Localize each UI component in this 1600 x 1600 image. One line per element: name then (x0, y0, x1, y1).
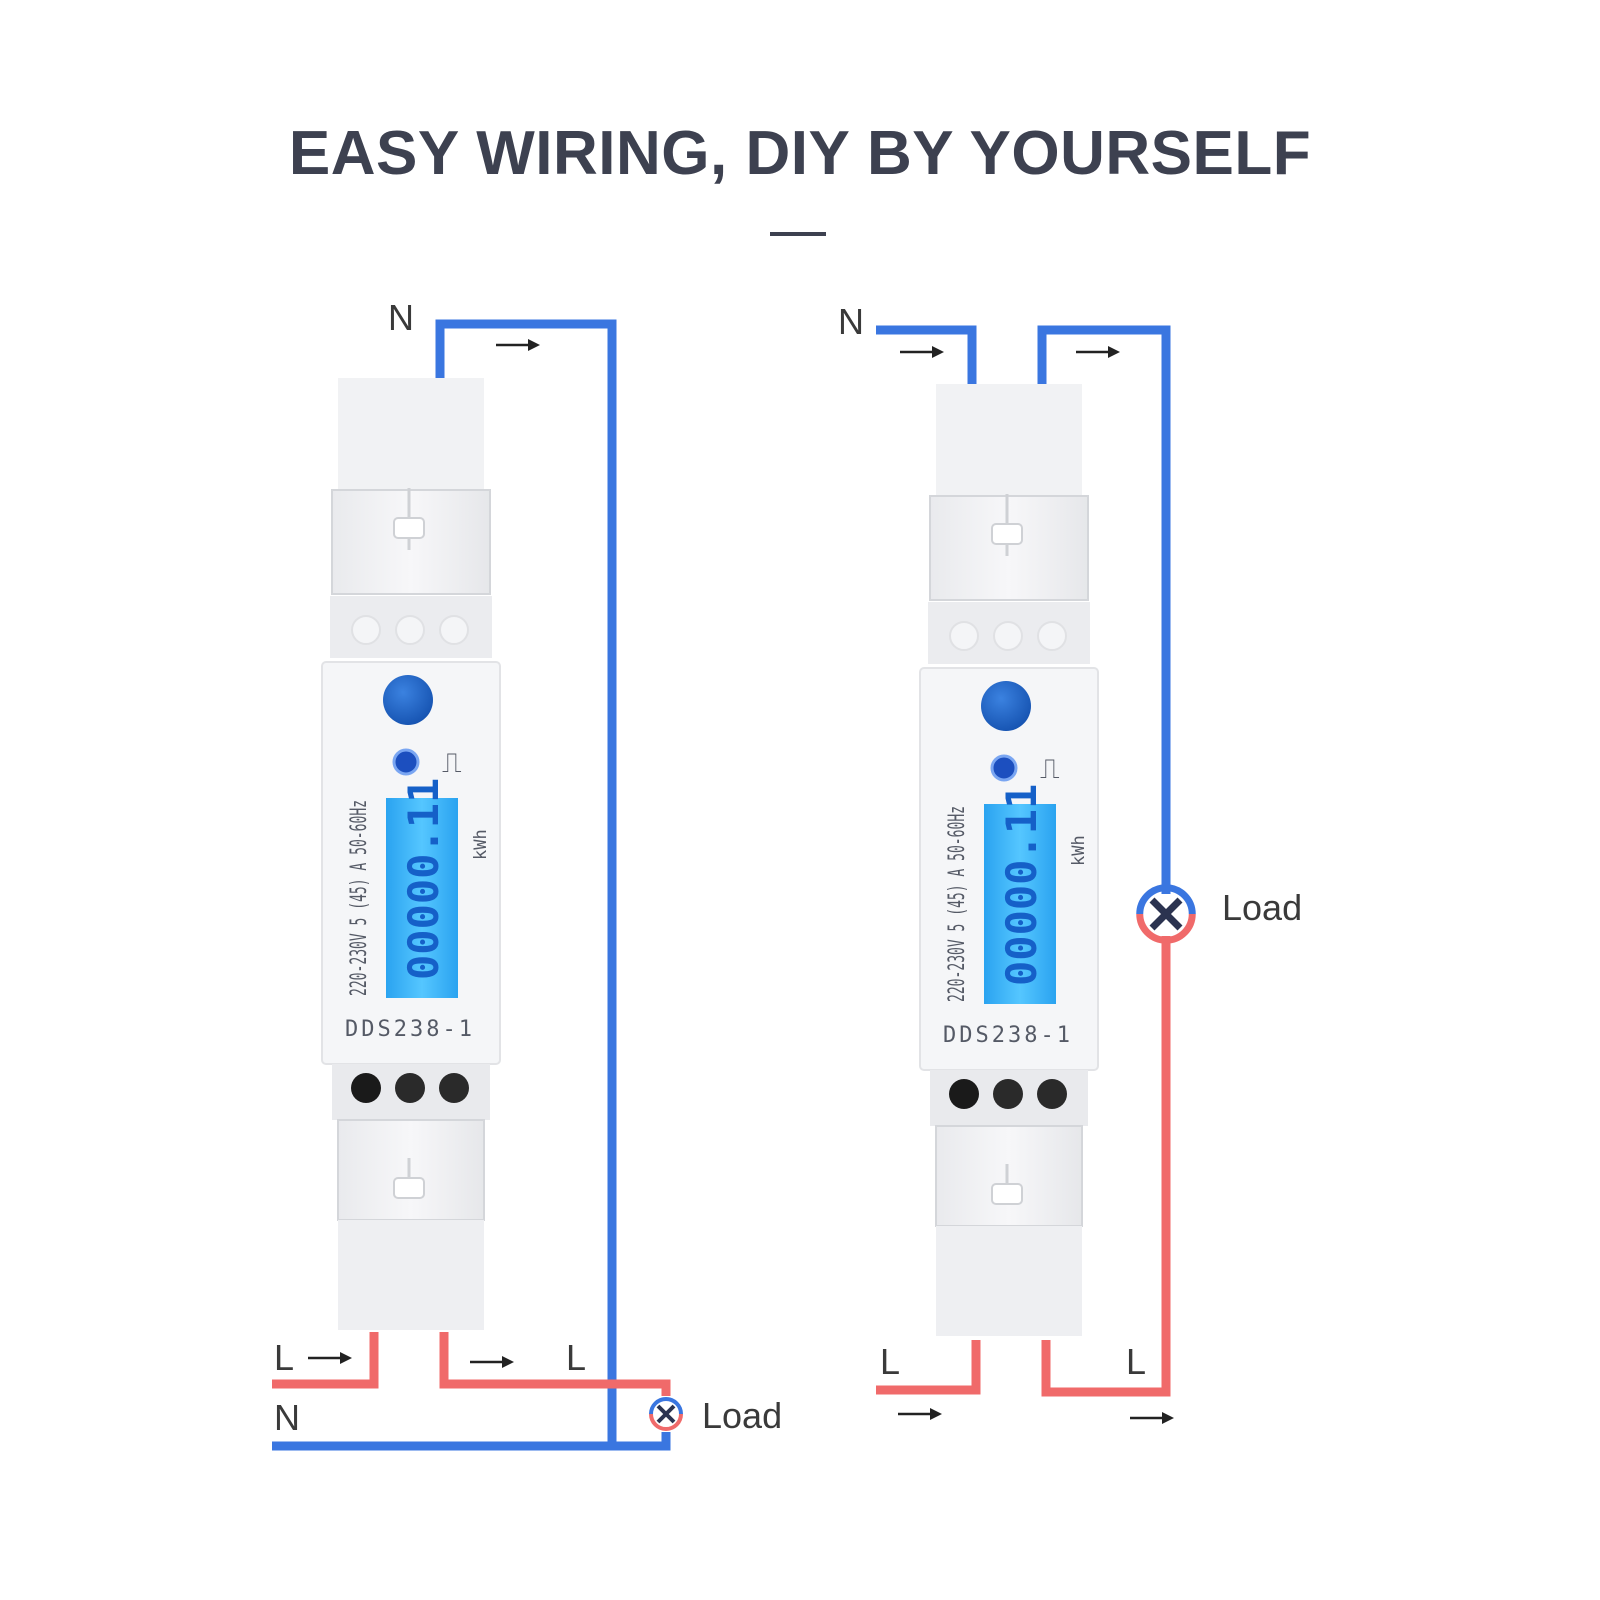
right-arrow-n-out-icon (1074, 344, 1122, 360)
left-label-n-bottom: N (274, 1397, 300, 1438)
left-arrow-l-out-icon (468, 1354, 516, 1370)
left-pulse-symbol: ⎍ (442, 746, 462, 779)
right-live-wire-out (1041, 936, 1171, 1397)
left-neutral-wire-bottom (272, 1432, 671, 1451)
left-live-wire-out (439, 1332, 671, 1396)
right-pulse-led-icon (990, 754, 1018, 782)
left-meter-button[interactable] (383, 675, 433, 725)
right-label-l-in: L (880, 1341, 900, 1382)
left-label-n-top: N (388, 297, 414, 338)
left-label-l-in: L (274, 1337, 294, 1378)
left-unit-label: kWh (471, 829, 491, 860)
left-lcd-screen (386, 798, 458, 998)
right-lcd-screen (984, 804, 1056, 1004)
right-unit-label: kWh (1069, 835, 1089, 866)
right-energy-meter: ⎍ 00000.11 kWh 220-230V 5 (45) A 50-60Hz… (918, 382, 1100, 1338)
left-arrow-n-top-icon (494, 337, 542, 353)
left-energy-meter: ⎍ 00000.11 kWh 220-230V 5 (45) A 50-60Hz… (320, 376, 502, 1332)
right-arrow-l-in-icon (896, 1406, 944, 1422)
left-pulse-led-icon (392, 748, 420, 776)
right-arrow-l-out-icon (1128, 1410, 1176, 1426)
right-model-label: DDS238-1 (943, 1023, 1073, 1048)
left-neutral-wire-top (435, 319, 617, 1444)
left-load-circle-x-icon (649, 1397, 683, 1431)
right-live-wire-in (876, 1340, 981, 1395)
left-load-label: Load (702, 1395, 782, 1436)
right-label-l-out: L (1126, 1341, 1146, 1382)
right-load-circle-x-icon (1140, 888, 1193, 941)
right-neutral-wire-out (1037, 325, 1171, 894)
right-wiring-diagram: ⎍ 00000.11 kWh 220-230V 5 (45) A 50-60Hz… (838, 301, 1302, 1426)
left-model-label: DDS238-1 (345, 1017, 475, 1042)
left-arrow-l-in-icon (306, 1350, 354, 1366)
left-lcd-reading: 00000.11 (399, 778, 448, 980)
right-pulse-symbol: ⎍ (1040, 752, 1060, 785)
left-wiring-diagram: ⎍ 00000.11 kWh 220-230V 5 (45) A 50-60Hz… (272, 297, 782, 1451)
right-label-n-top: N (838, 301, 864, 342)
left-rating-label: 220-230V 5 (45) A 50-60Hz (347, 800, 372, 996)
left-label-l-out: L (566, 1337, 586, 1378)
right-meter-button[interactable] (981, 681, 1031, 731)
left-live-wire-in (272, 1332, 379, 1389)
title-underline (770, 232, 826, 236)
right-load-label: Load (1222, 887, 1302, 928)
right-neutral-wire-in (876, 325, 977, 384)
right-rating-label: 220-230V 5 (45) A 50-60Hz (945, 806, 970, 1002)
page-title: EASY WIRING, DIY BY YOURSELF (288, 119, 1312, 188)
right-lcd-reading: 00000.11 (997, 784, 1046, 986)
right-arrow-n-in-icon (898, 344, 946, 360)
